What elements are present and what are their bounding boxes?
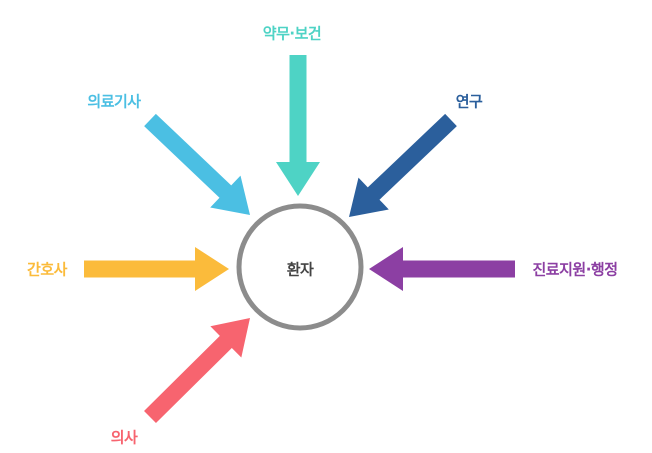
- label-research: 연구: [455, 92, 483, 111]
- patient-circle: [236, 203, 364, 331]
- patient-label: 환자: [286, 260, 314, 279]
- arrow-doctor: [144, 318, 250, 424]
- arrow-admin: [369, 247, 515, 291]
- arrow-medtech: [144, 113, 250, 215]
- arrow-pharmacy: [276, 55, 320, 196]
- arrow-research: [349, 113, 457, 217]
- label-admin: 진료지원·행정: [532, 260, 619, 279]
- label-doctor: 의사: [110, 428, 138, 447]
- label-pharmacy: 약무·보건: [262, 24, 322, 43]
- label-nurse: 간호사: [27, 260, 67, 279]
- arrow-nurse: [84, 247, 229, 291]
- label-medtech: 의료기사: [87, 92, 141, 111]
